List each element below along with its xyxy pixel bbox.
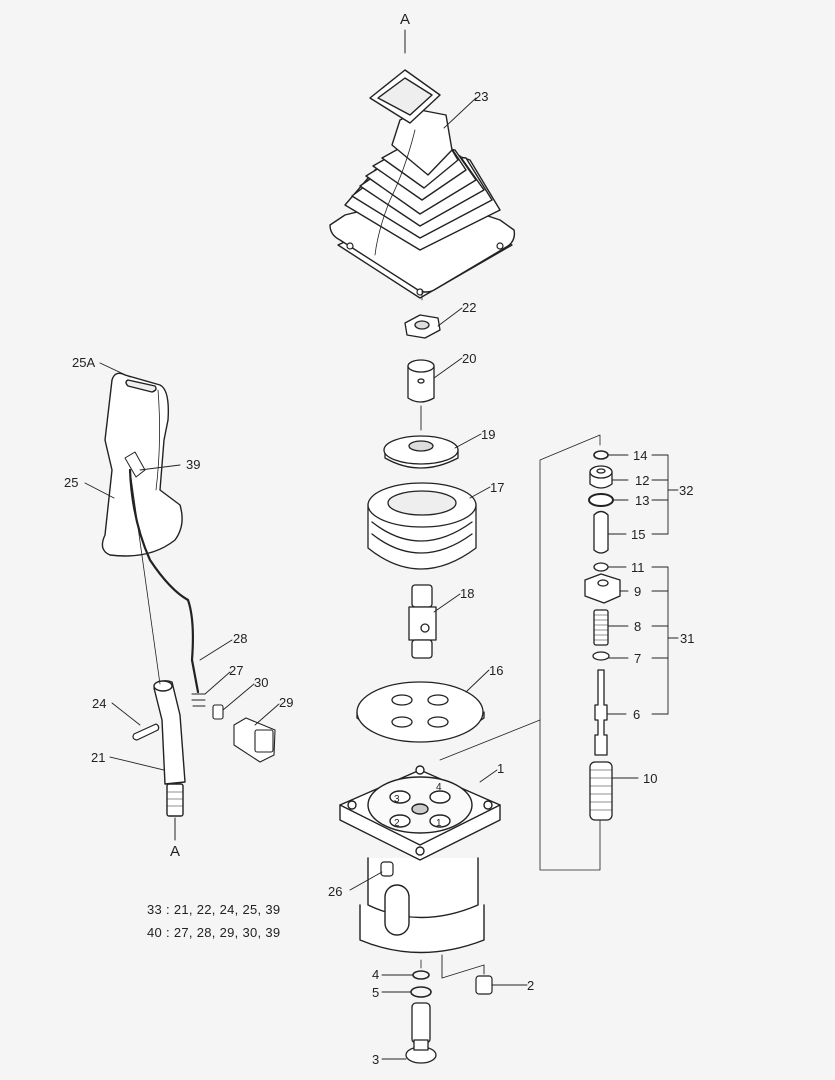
plug-part-26	[380, 861, 394, 877]
kit-parts: 21, 22, 24, 25, 39	[173, 902, 281, 917]
callout-18: 18	[460, 586, 475, 601]
callout-5: 5	[372, 985, 380, 1000]
right-parts	[584, 450, 621, 821]
callout-9: 9	[634, 584, 642, 599]
callout-3: 3	[372, 1052, 380, 1067]
callout-4: 4	[372, 967, 380, 982]
callout-2: 2	[527, 978, 535, 993]
callout-15: 15	[631, 527, 646, 542]
callout-31: 31	[680, 631, 695, 646]
nut-part-22	[404, 314, 441, 339]
callout-24: 24	[92, 696, 107, 711]
kit-separator: :	[162, 902, 174, 917]
grip-part-25	[101, 372, 183, 557]
callout-25: 25	[64, 475, 79, 490]
seat-part-7	[592, 651, 610, 661]
lever-part-21	[153, 680, 186, 817]
callout-29: 29	[279, 695, 294, 710]
spool-part-6	[594, 669, 608, 756]
kit-number: 40	[147, 925, 163, 940]
kit-note-33: 33 : 21, 22, 24, 25, 39	[147, 902, 280, 917]
plug-part-2	[475, 975, 493, 995]
callout-21: 21	[91, 750, 106, 765]
callout-20: 20	[462, 351, 477, 366]
callout-11: 11	[631, 560, 645, 575]
callout-6: 6	[633, 707, 641, 722]
section-marker-bottom: A	[170, 843, 181, 860]
oring-part-4	[412, 970, 430, 980]
callout-10: 10	[643, 771, 658, 786]
port-1: 1	[436, 818, 442, 829]
callout-27: 27	[229, 663, 244, 678]
ring-part-14	[593, 450, 609, 460]
oring-part-5	[410, 986, 432, 998]
section-marker-top: A	[400, 11, 411, 28]
pin-part-24	[132, 723, 160, 741]
pushrod-part-15	[593, 510, 609, 554]
spring-part-8	[593, 609, 609, 646]
joint-part-18	[408, 584, 437, 659]
plate-part-16	[356, 681, 485, 743]
callout-7: 7	[634, 651, 642, 666]
callout-25A: 25A	[72, 355, 96, 370]
callout-39: 39	[186, 457, 201, 472]
callout-23: 23	[474, 89, 489, 104]
port-2: 2	[394, 818, 400, 829]
washer-part-11	[593, 562, 609, 572]
callout-12: 12	[635, 473, 650, 488]
coupling-part-20	[407, 359, 435, 403]
port-4: 4	[436, 782, 442, 793]
port-3: 3	[394, 794, 400, 805]
plate-part-19	[383, 435, 459, 469]
spring-part-10	[589, 761, 613, 821]
pin-part-3	[405, 1002, 437, 1064]
boot-part-23	[329, 69, 516, 299]
kit-number: 33	[147, 902, 163, 917]
callout-19: 19	[481, 427, 496, 442]
callout-16: 16	[489, 663, 504, 678]
bellows-part-17	[367, 482, 477, 570]
callout-30: 30	[254, 675, 269, 690]
kit-parts: 27, 28, 29, 30, 39	[173, 925, 281, 940]
callout-22: 22	[462, 300, 477, 315]
boot-seam	[374, 129, 416, 256]
callout-28: 28	[233, 631, 248, 646]
pins-part-27	[191, 693, 206, 707]
callout-26: 26	[328, 884, 343, 899]
callout-14: 14	[633, 448, 648, 463]
oring-part-13	[588, 493, 614, 507]
callout-13: 13	[635, 493, 650, 508]
kit-note-40: 40 : 27, 28, 29, 30, 39	[147, 925, 280, 940]
callout-17: 17	[490, 480, 505, 495]
callout-1: 1	[497, 761, 505, 776]
callout-32: 32	[679, 483, 694, 498]
housing-part-1	[339, 765, 501, 954]
block-part-9	[584, 573, 621, 604]
callout-8: 8	[634, 619, 642, 634]
cable-part-28	[128, 468, 200, 694]
kit-separator: :	[162, 925, 174, 940]
seal-part-30	[212, 704, 224, 720]
